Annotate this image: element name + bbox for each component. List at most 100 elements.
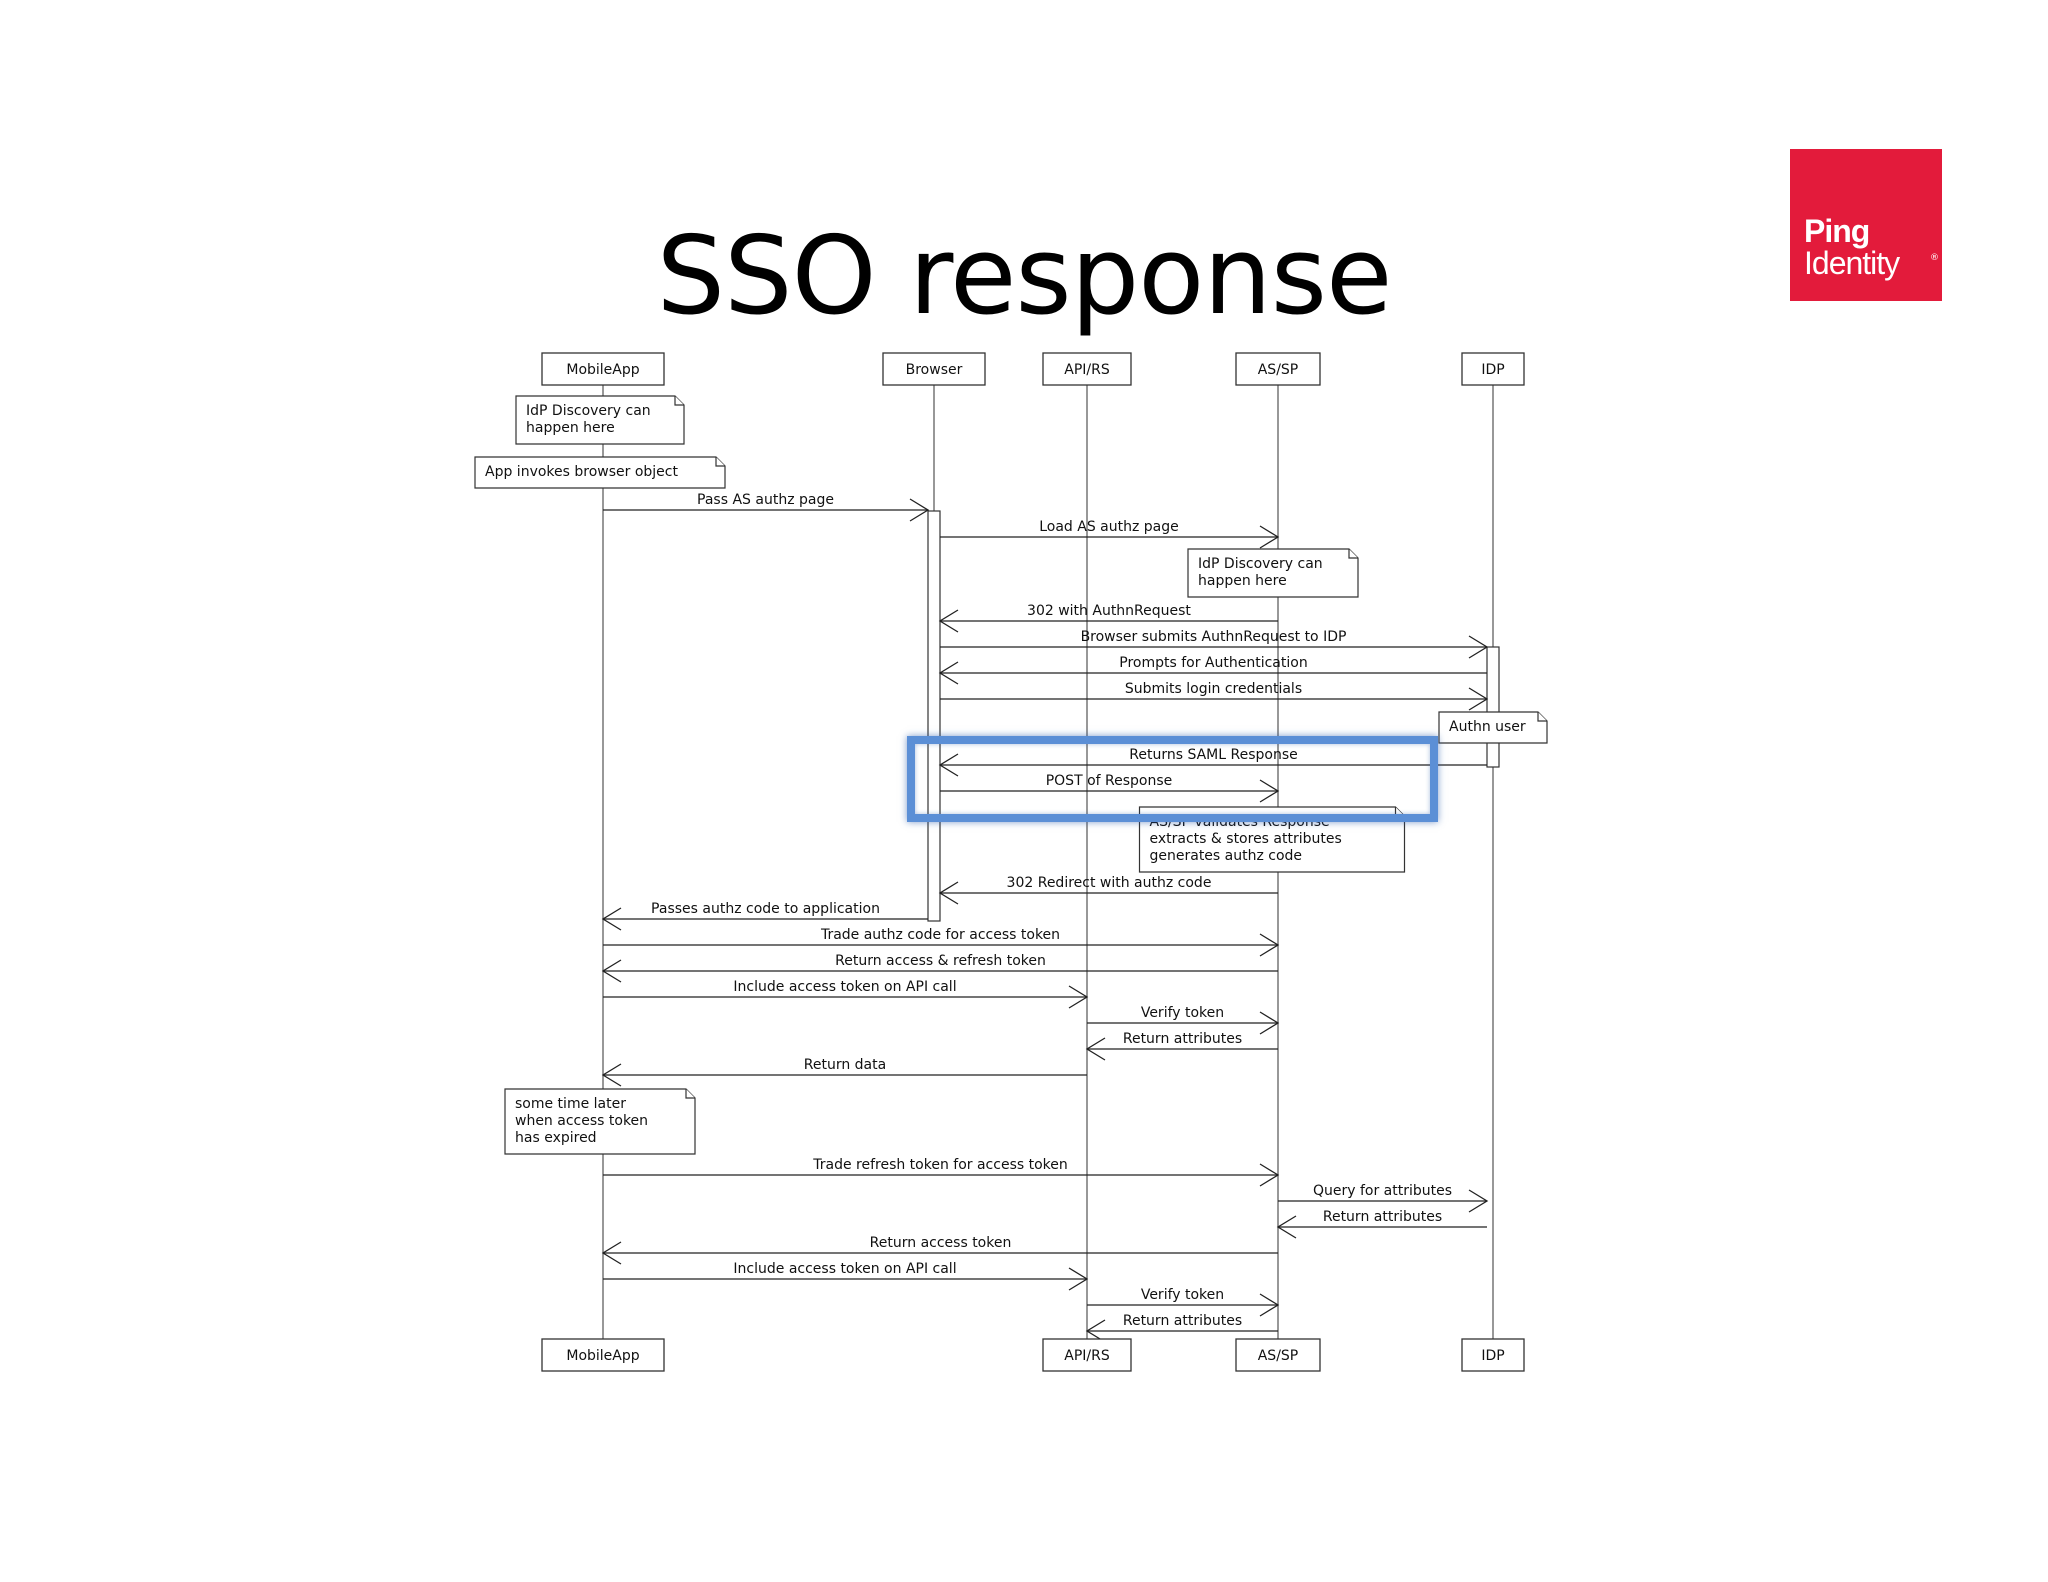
note-line: happen here — [526, 420, 615, 436]
arrowhead-icon — [1259, 933, 1280, 957]
note-fold — [715, 457, 725, 467]
note-fold — [674, 396, 684, 406]
message-5-prompts-for-authentication: Prompts for Authentication — [938, 655, 1487, 685]
participant-footer-api: API/RS — [1042, 1338, 1132, 1372]
message-label: Return attributes — [1123, 1031, 1242, 1047]
participant-footer-label-idp: IDP — [1481, 1348, 1504, 1364]
note-line: Authn user — [1449, 719, 1526, 735]
participant-footer-box-idp — [1461, 1338, 1525, 1372]
note-2: App invokes browser object — [474, 456, 726, 489]
participant-box-api — [1042, 352, 1132, 386]
note-line: has expired — [515, 1130, 597, 1146]
participant-footer-label-mobile: MobileApp — [566, 1348, 639, 1364]
participant-label-api: API/RS — [1064, 362, 1110, 378]
arrowhead-icon — [1068, 985, 1089, 1009]
message-label: Passes authz code to application — [651, 901, 880, 917]
message-label: Verify token — [1141, 1287, 1224, 1303]
message-17-trade-refresh-token-for-access-token: Trade refresh token for access token — [603, 1157, 1280, 1187]
message-19-return-attributes: Return attributes — [1276, 1209, 1487, 1239]
message-12-return-access-refresh-token: Return access & refresh token — [601, 953, 1278, 983]
arrowhead-icon — [1259, 525, 1280, 549]
participant-footer-box-assp — [1235, 1338, 1321, 1372]
message-label: Return access & refresh token — [835, 953, 1046, 969]
message-10-passes-authz-code-to-application: Passes authz code to application — [601, 901, 928, 931]
message-label: Returns SAML Response — [1129, 747, 1298, 763]
note-line: happen here — [1198, 573, 1287, 589]
note-line: extracts & stores attributes — [1150, 831, 1342, 847]
message-13-include-access-token-on-api-call: Include access token on API call — [603, 979, 1089, 1009]
arrowhead-icon — [1468, 1189, 1489, 1213]
logo-line2: Identity — [1804, 245, 1900, 281]
message-label: Prompts for Authentication — [1119, 655, 1307, 671]
arrowhead-icon — [1276, 1215, 1297, 1239]
activation-browser — [927, 510, 941, 922]
arrowhead-icon — [601, 907, 622, 931]
participant-label-browser: Browser — [906, 362, 963, 378]
note-fold — [685, 1089, 695, 1099]
message-label: Include access token on API call — [733, 979, 956, 995]
note-line: generates authz code — [1150, 848, 1303, 864]
participant-footer-assp: AS/SP — [1235, 1338, 1321, 1372]
participant-footer-label-assp: AS/SP — [1258, 1348, 1299, 1364]
message-label: Verify token — [1141, 1005, 1224, 1021]
arrowhead-icon — [1085, 1319, 1106, 1343]
note-line: when access token — [515, 1113, 648, 1129]
message-label: Load AS authz page — [1039, 519, 1179, 535]
note-box — [1187, 548, 1359, 598]
participant-footer-box-mobile — [541, 1338, 665, 1372]
message-4-browser-submits-authnrequest-to-idp: Browser submits AuthnRequest to IDP — [940, 629, 1489, 659]
participant-footer-label-api: API/RS — [1064, 1348, 1110, 1364]
message-label: 302 with AuthnRequest — [1027, 603, 1191, 619]
participant-browser: Browser — [882, 352, 986, 386]
note-4: Authn user — [1438, 711, 1548, 744]
message-label: Return data — [804, 1057, 886, 1073]
participant-box-assp — [1235, 352, 1321, 386]
message-label: Trade refresh token for access token — [812, 1157, 1068, 1173]
message-20-return-access-token: Return access token — [601, 1235, 1278, 1265]
message-label: Include access token on API call — [733, 1261, 956, 1277]
ping-identity-logo: Ping Identity ® — [1790, 149, 1942, 301]
message-22-verify-token: Verify token — [1087, 1287, 1280, 1317]
message-label: Browser submits AuthnRequest to IDP — [1081, 629, 1347, 645]
arrowhead-icon — [1468, 635, 1489, 659]
note-box — [515, 395, 685, 445]
note-box — [504, 1088, 696, 1155]
message-7-returns-saml-response: Returns SAML Response — [938, 747, 1487, 777]
message-23-return-attributes: Return attributes — [1085, 1313, 1278, 1343]
note-line: App invokes browser object — [485, 464, 678, 480]
message-15-return-attributes: Return attributes — [1085, 1031, 1278, 1061]
participant-box-idp — [1461, 352, 1525, 386]
message-label: Return access token — [870, 1235, 1012, 1251]
arrowhead-icon — [1259, 1293, 1280, 1317]
note-box — [1438, 711, 1548, 744]
note-box — [1138, 806, 1406, 873]
message-14-verify-token: Verify token — [1087, 1005, 1280, 1035]
saml-response-highlight-box — [907, 736, 1438, 822]
arrowhead-icon — [909, 498, 930, 522]
message-1-pass-as-authz-page: Pass AS authz page — [603, 492, 930, 522]
message-2-load-as-authz-page: Load AS authz page — [940, 519, 1280, 549]
note-box — [474, 456, 726, 489]
participant-footer-idp: IDP — [1461, 1338, 1525, 1372]
note-line: IdP Discovery can — [1198, 556, 1323, 572]
message-label: 302 Redirect with authz code — [1007, 875, 1212, 891]
arrowhead-icon — [938, 753, 959, 777]
message-label: Return attributes — [1123, 1313, 1242, 1329]
arrowhead-icon — [1259, 1011, 1280, 1035]
message-6-submits-login-credentials: Submits login credentials — [940, 681, 1489, 711]
participant-label-assp: AS/SP — [1258, 362, 1299, 378]
participant-box-mobile — [541, 352, 665, 386]
arrowhead-icon — [1259, 1163, 1280, 1187]
arrowhead-icon — [938, 609, 959, 633]
note-fold — [1348, 549, 1358, 559]
logo-registered-mark: ® — [1930, 253, 1939, 263]
participant-footer-box-api — [1042, 1338, 1132, 1372]
message-18-query-for-attributes: Query for attributes — [1278, 1183, 1489, 1213]
logo-line1: Ping — [1804, 213, 1870, 249]
participant-idp: IDP — [1461, 352, 1525, 386]
note-fold — [1537, 712, 1547, 722]
arrowhead-icon — [938, 661, 959, 685]
